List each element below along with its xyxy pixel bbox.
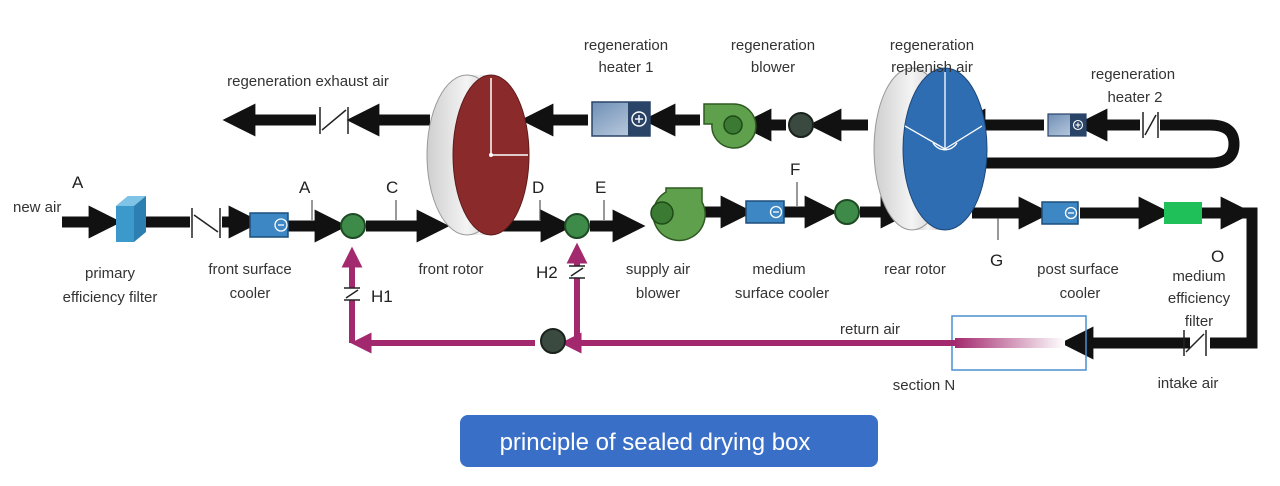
post-cooler-icon — [1041, 201, 1079, 225]
regen-heater2-label-2: heater 2 — [1107, 89, 1162, 106]
front-rotor-icon — [426, 74, 530, 236]
point-f: F — [790, 160, 800, 179]
regen-heater1-icon — [591, 101, 651, 137]
medium-filter-icon — [1164, 202, 1202, 224]
regen-blower-label-2: blower — [751, 59, 795, 76]
primary-filter-label-1: primary — [85, 265, 136, 282]
regen-blower-icon — [703, 103, 757, 149]
junction-e — [564, 213, 590, 239]
regen-replenish-label-1: regeneration — [890, 37, 974, 54]
intake-damper — [1183, 330, 1207, 356]
title-banner: principle of sealed drying box — [460, 415, 878, 467]
medium-filter-label-2: efficiency — [1168, 290, 1231, 307]
inlet-damper — [191, 208, 221, 238]
heater2-damper — [1142, 112, 1159, 138]
point-h1: H1 — [371, 287, 393, 306]
supply-blower-icon — [650, 187, 706, 242]
regen-replenish-label-2: replenish air — [891, 59, 973, 76]
return-duct — [341, 242, 955, 354]
regen-junction — [788, 112, 814, 138]
exhaust-damper — [319, 107, 349, 134]
front-rotor-label: front rotor — [418, 261, 483, 278]
regen-heater1-label-1: regeneration — [584, 37, 668, 54]
post-cooler-label-2: cooler — [1060, 285, 1101, 302]
valve-h2 — [569, 265, 585, 279]
medium-cooler-label-2: surface cooler — [735, 285, 829, 302]
supply-blower-label-2: blower — [636, 285, 680, 302]
rear-rotor-label: rear rotor — [884, 261, 946, 278]
point-e: E — [595, 178, 606, 197]
intake-duct — [1060, 207, 1258, 360]
new-air-label: new air — [13, 199, 61, 216]
return-fan-icon — [540, 328, 566, 354]
regen-heater2-label-1: regeneration — [1091, 66, 1175, 83]
junction-f — [834, 199, 860, 225]
point-leaders — [311, 182, 999, 240]
point-o: O — [1211, 247, 1224, 266]
regen-blower-label-1: regeneration — [731, 37, 815, 54]
primary-filter-label-2: efficiency filter — [63, 289, 158, 306]
point-a2: A — [299, 178, 311, 197]
intake-air-label: intake air — [1158, 375, 1219, 392]
post-cooler-label-1: post surface — [1037, 261, 1119, 278]
section-n-fade — [955, 338, 1065, 348]
point-d: D — [532, 178, 544, 197]
regen-exhaust-label: regeneration exhaust air — [227, 73, 389, 90]
diagram-title: principle of sealed drying box — [500, 429, 811, 456]
rear-rotor-icon — [873, 67, 988, 231]
primary-filter-icon — [116, 196, 146, 242]
point-h2: H2 — [536, 263, 558, 282]
point-c: C — [386, 178, 398, 197]
point-g: G — [990, 251, 1003, 270]
regen-heater2-icon — [1047, 113, 1087, 137]
return-air-label: return air — [840, 321, 900, 338]
front-cooler-label-2: cooler — [230, 285, 271, 302]
junction-c — [340, 213, 366, 239]
medium-cooler-icon — [745, 200, 785, 224]
regen-heater1-label-2: heater 1 — [598, 59, 653, 76]
supply-blower-label-1: supply air — [626, 261, 690, 278]
medium-cooler-label-1: medium — [752, 261, 805, 278]
front-cooler-icon — [249, 212, 289, 238]
valve-h1 — [344, 287, 360, 301]
section-n-label: section N — [893, 377, 956, 394]
front-cooler-label-1: front surface — [208, 261, 291, 278]
medium-filter-label-3: filter — [1185, 313, 1213, 330]
point-a1: A — [72, 173, 84, 192]
medium-filter-label-1: medium — [1172, 268, 1225, 285]
